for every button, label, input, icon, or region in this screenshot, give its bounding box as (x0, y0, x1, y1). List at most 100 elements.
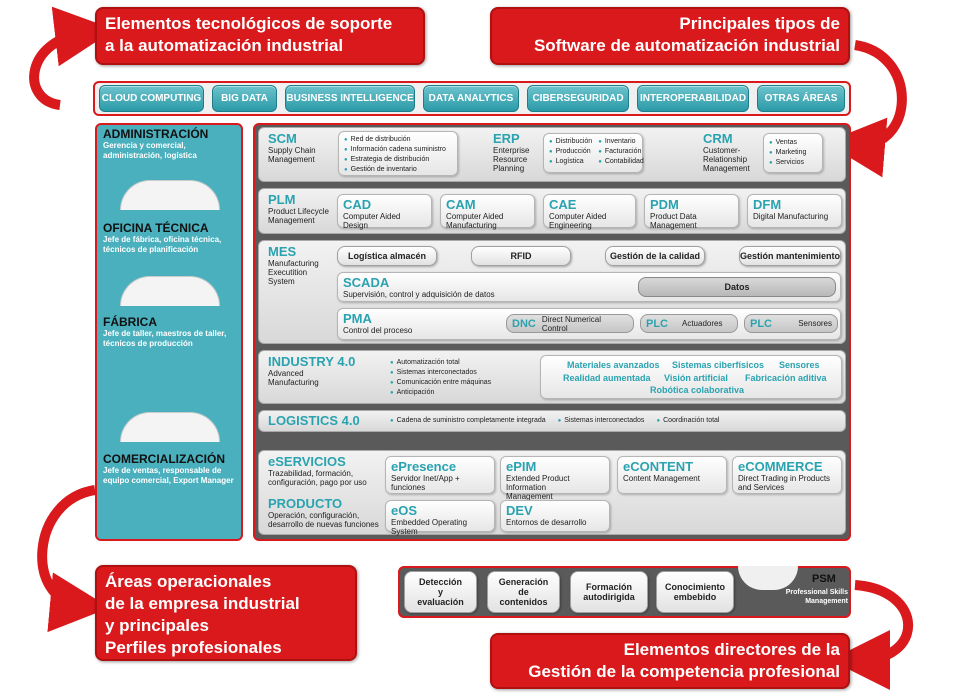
scm-sub: Management (268, 155, 315, 164)
area-fabrica[interactable]: FÁBRICA Jefe de taller, maestros de tall… (103, 315, 238, 349)
card-cad[interactable]: CAD Computer Aided Design (337, 194, 432, 230)
area-administracion[interactable]: ADMINISTRACIÓN Gerencia y comercial, adm… (103, 127, 238, 161)
card-dev[interactable]: DEV Entornos de desarrollo (500, 500, 610, 532)
card-epresence[interactable]: ePresence Servidor Inet/App + funciones (385, 456, 495, 494)
tech-ciberseguridad[interactable]: CIBERSEGURIDAD (527, 85, 629, 112)
tech-business-intelligence[interactable]: BUSINESS INTELLIGENCE (285, 85, 415, 112)
callout-operational-areas: Áreas operacionales de la empresa indust… (95, 565, 357, 661)
producto-block[interactable]: PRODUCTO Operación, configuración, desar… (268, 496, 383, 529)
callout-line: Software de automatización industrial (533, 36, 840, 55)
dnc-title: DNC (512, 317, 536, 330)
erp-items: Distribución Producción Logística Invent… (543, 133, 644, 173)
mes-sub: Manufacturing (268, 259, 319, 268)
tech-big-data[interactable]: BIG DATA (212, 85, 277, 112)
card-pdm[interactable]: PDM Product Data Management (644, 194, 739, 230)
scm-items: Red de distribución Información cadena s… (338, 131, 458, 176)
card-sub: and Services (738, 483, 785, 492)
psm-line: Conocimiento (665, 582, 725, 592)
tech-interoperabilidad[interactable]: INTEROPERABILIDAD (637, 85, 749, 112)
plm-block[interactable]: PLM Product Lifecycle Management (268, 192, 338, 225)
industry-item: Anticipación (390, 388, 491, 398)
card-title: eCONTENT (623, 459, 694, 474)
dnc-pill[interactable]: DNC Direct Numerical Control (506, 314, 634, 333)
eservicios-block[interactable]: eSERVICIOS Trazabilidad, formación, conf… (268, 454, 383, 487)
arrow-bottom-left (37, 485, 110, 633)
card-sub: Servidor Inet/App + funciones (391, 474, 460, 492)
psm-line: de (518, 587, 529, 597)
erp-item: Facturación (598, 147, 644, 157)
card-econtent[interactable]: eCONTENT Content Management (617, 456, 727, 494)
scm-item: Gestión de inventario (344, 165, 452, 175)
card-title: eCOMMERCE (738, 459, 823, 474)
card-sub: Entornos de desarrollo (506, 518, 587, 527)
scm-item: Red de distribución (344, 135, 452, 145)
logistics-title[interactable]: LOGISTICS 4.0 (268, 413, 360, 428)
crm-sub: Relationship (703, 155, 748, 164)
tag-realidad: Realidad aumentada (563, 373, 651, 383)
crm-item: Servicios (769, 158, 817, 168)
card-epim[interactable]: ePIM Extended Product Information Manage… (500, 456, 610, 501)
mes-block[interactable]: MES Manufacturing Executition System (268, 244, 333, 286)
card-title: ePresence (391, 459, 457, 474)
tag-fabricacion: Fabricación aditiva (745, 373, 827, 383)
card-sub: Computer Aided (446, 212, 504, 221)
pill-rfid[interactable]: RFID (471, 246, 571, 266)
card-title: CAM (446, 197, 476, 212)
psm-conocimiento[interactable]: Conocimiento embebido (656, 571, 734, 613)
mes-sub: System (268, 277, 295, 286)
plc-sensores-pill[interactable]: PLC Sensores (744, 314, 838, 333)
card-sub: Management (650, 221, 697, 230)
card-sub: Engineering (549, 221, 592, 230)
scada-title: SCADA (343, 275, 390, 290)
card-sub: Computer Aided (549, 212, 607, 221)
callout-competence-management: Elementos directores de la Gestión de la… (490, 633, 850, 689)
tech-otras-areas[interactable]: OTRAS ÁREAS (757, 85, 845, 112)
area-desc: Jefe de ventas, responsable de equipo co… (103, 466, 234, 485)
producto-sub: desarrollo de nuevas funciones (268, 520, 379, 529)
area-oficina-tecnica[interactable]: OFICINA TÉCNICA Jefe de fábrica, oficina… (103, 221, 238, 255)
area-desc: Gerencia y comercial, administración, lo… (103, 141, 197, 160)
callout-line: Elementos directores de la (623, 640, 840, 659)
erp-title: ERP (493, 131, 520, 146)
scm-block[interactable]: SCM Supply Chain Management (268, 131, 343, 164)
industry-block[interactable]: INDUSTRY 4.0 Advanced Manufacturing (268, 354, 383, 387)
crm-block[interactable]: CRM Customer- Relationship Management (703, 131, 763, 173)
scada-datos[interactable]: Datos (638, 277, 836, 297)
erp-sub: Enterprise (493, 146, 530, 155)
plc-label: Actuadores (682, 319, 723, 328)
area-divider (120, 412, 220, 442)
erp-block[interactable]: ERP Enterprise Resource Planning (493, 131, 548, 173)
pill-gestion-mantenimiento[interactable]: Gestión mantenimiento (739, 246, 841, 266)
pill-gestion-calidad[interactable]: Gestión de la calidad (605, 246, 705, 266)
callout-line: Áreas operacionales (105, 572, 272, 591)
industry-sub: Advanced (268, 369, 304, 378)
card-cae[interactable]: CAE Computer Aided Engineering (543, 194, 636, 230)
pma-title: PMA (343, 311, 372, 326)
erp-item: Logística (549, 157, 592, 167)
tag-ciberfisicos: Sistemas ciberfísicos (672, 360, 765, 370)
psm-deteccion[interactable]: Detección y evaluación (404, 571, 477, 613)
mes-sub: Executition (268, 268, 308, 277)
card-eos[interactable]: eOS Embedded Operating System (385, 500, 495, 536)
plc-actuadores-pill[interactable]: PLC Actuadores (640, 314, 738, 333)
plm-title: PLM (268, 192, 296, 207)
tech-cloud-computing[interactable]: CLOUD COMPUTING (99, 85, 204, 112)
psm-line: Generación (498, 577, 549, 587)
mes-title: MES (268, 244, 297, 259)
psm-generacion[interactable]: Generación de contenidos (487, 571, 560, 613)
card-sub: Management (506, 492, 553, 501)
card-dfm[interactable]: DFM Digital Manufacturing (747, 194, 842, 228)
arrow-top-right (825, 40, 907, 178)
card-sub: Direct Trading in Products (738, 474, 831, 483)
psm-formacion[interactable]: Formación autodirigida (570, 571, 648, 613)
tech-data-analytics[interactable]: DATA ANALYTICS (423, 85, 519, 112)
pill-logistica-almacen[interactable]: Logística almacén (337, 246, 437, 266)
card-cam[interactable]: CAM Computer Aided Manufacturing (440, 194, 535, 230)
industry-item: Automatización total (390, 358, 491, 368)
eservicios-title: eSERVICIOS (268, 454, 346, 469)
tag-robotica: Robótica colaborativa (650, 385, 745, 395)
card-ecommerce[interactable]: eCOMMERCE Direct Trading in Products and… (732, 456, 842, 494)
area-comercializacion[interactable]: COMERCIALIZACIÓN Jefe de ventas, respons… (103, 452, 241, 486)
card-sub: Product Data (650, 212, 697, 221)
psm-line: Formación (585, 582, 632, 592)
